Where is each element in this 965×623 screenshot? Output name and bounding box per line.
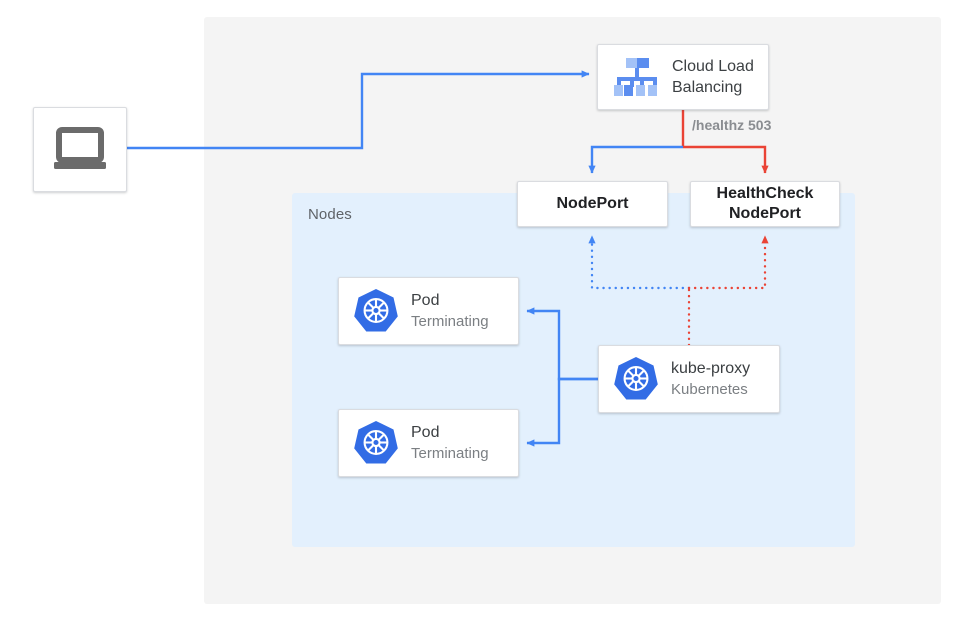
kube-proxy-subtitle: Kubernetes (671, 381, 748, 398)
pod-1-text: Pod Terminating (411, 290, 489, 332)
nodeport-label: NodePort (556, 195, 629, 212)
cloud-load-balancing-icon (610, 54, 664, 100)
healthz-edge-label: /healthz 503 (692, 117, 772, 133)
pod-1-node[interactable]: Pod Terminating (338, 277, 519, 345)
pod-1-title: Pod (411, 292, 440, 309)
cloud-load-balancing-title-line1: Cloud Load (672, 58, 754, 75)
client-node[interactable] (33, 107, 127, 192)
pod-2-node[interactable]: Pod Terminating (338, 409, 519, 477)
healthcheck-nodeport-label-line2: NodePort (729, 205, 801, 222)
cloud-load-balancing-node[interactable]: Cloud Load Balancing (597, 44, 769, 110)
nodes-region-label: Nodes (308, 206, 352, 223)
cloud-load-balancing-text: Cloud Load Balancing (672, 56, 754, 98)
kube-proxy-title: kube-proxy (671, 360, 751, 377)
healthcheck-nodeport-text: HealthCheck NodePort (691, 184, 839, 224)
kube-proxy-text: kube-proxy Kubernetes (671, 358, 750, 400)
pod-2-status: Terminating (411, 445, 489, 462)
kubernetes-icon (351, 286, 401, 336)
pod-2-title: Pod (411, 424, 440, 441)
healthcheck-nodeport-node[interactable]: HealthCheck NodePort (690, 181, 840, 227)
cloud-load-balancing-title-line2: Balancing (672, 79, 743, 96)
pod-2-text: Pod Terminating (411, 422, 489, 464)
kubernetes-icon (611, 354, 661, 404)
laptop-icon (52, 126, 108, 173)
kubernetes-icon (351, 418, 401, 468)
healthcheck-nodeport-label-line1: HealthCheck (716, 185, 814, 202)
pod-1-status: Terminating (411, 313, 489, 330)
nodeport-node[interactable]: NodePort (517, 181, 668, 227)
kube-proxy-node[interactable]: kube-proxy Kubernetes (598, 345, 780, 413)
